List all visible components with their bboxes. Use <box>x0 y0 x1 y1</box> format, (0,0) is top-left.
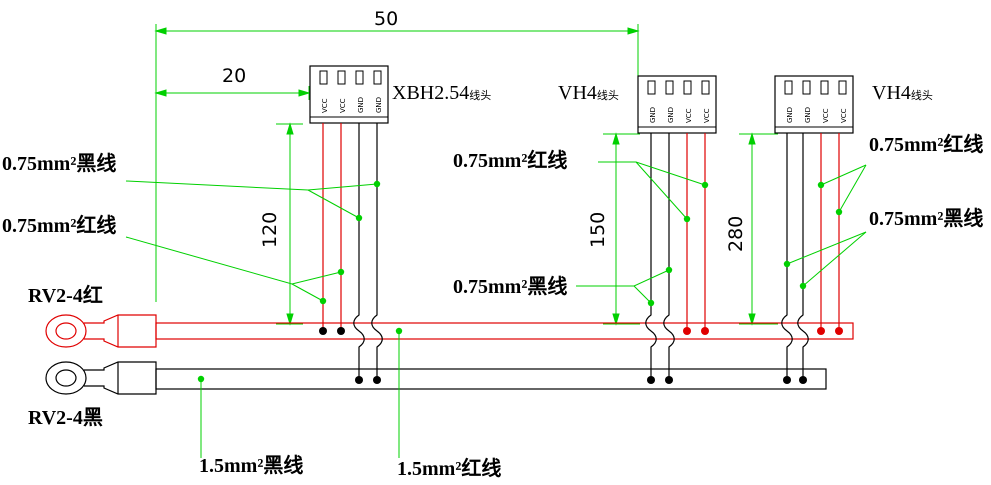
vh4-a-pin-3: VCC <box>685 108 693 123</box>
vh4-a-pin-1: GND <box>649 107 657 123</box>
xbh-connector: VCC VCC GND GND <box>309 65 389 124</box>
xbh-title: XBH2.54线头 <box>392 82 491 104</box>
vh4-b-pin-3: VCC <box>822 108 830 123</box>
main-red-cable <box>155 322 854 340</box>
vh4-b-pin-2: GND <box>804 107 812 123</box>
vh4-a-title: VH4线头 <box>558 82 619 104</box>
dimension-offset: 20 <box>222 65 246 87</box>
xbh-pin-2: VCC <box>339 98 347 113</box>
label-red-wire-mid: 0.75mm²红线 <box>453 148 567 172</box>
label-red-wire-right: 0.75mm²红线 <box>869 132 983 156</box>
leader-lines <box>125 161 867 458</box>
xbh-wires <box>322 123 383 380</box>
ring-terminal-red <box>45 314 157 348</box>
vh4-a-pin-4: VCC <box>703 108 711 123</box>
vh4-b-title: VH4线头 <box>872 82 933 104</box>
leader-dots <box>197 180 843 383</box>
vh4-b-pin-4: VCC <box>840 108 848 123</box>
vh4-b-splice-dots <box>783 327 843 384</box>
ring-terminal-black <box>45 361 157 395</box>
xbh-splice-dots <box>319 327 381 384</box>
xbh-pin-4: GND <box>375 97 383 113</box>
vh4-connector-b: GND GND VCC VCC <box>774 75 854 134</box>
dimension-total: 50 <box>374 8 398 30</box>
main-black-cable <box>155 368 827 390</box>
label-main-black: 1.5mm²黑线 <box>199 453 303 477</box>
xbh-pin-3: GND <box>357 97 365 113</box>
vh4-b-pin-1: GND <box>786 107 794 123</box>
dimension-len-vh4-b: 280 <box>725 216 747 252</box>
label-red-wire-left: 0.75mm²红线 <box>2 213 116 237</box>
vh4-connector-a: GND GND VCC VCC <box>637 75 717 134</box>
label-terminal-red: RV2-4红 <box>28 283 103 307</box>
vh4-a-pin-2: GND <box>667 107 675 123</box>
dimension-lines <box>154 24 778 326</box>
label-main-red: 1.5mm²红线 <box>397 456 501 480</box>
label-terminal-black: RV2-4黑 <box>28 406 103 429</box>
vh4-b-wires <box>781 133 840 380</box>
vh4-a-splice-dots <box>647 327 709 384</box>
dimension-len-vh4-a: 150 <box>587 212 609 248</box>
label-black-wire-mid: 0.75mm²黑线 <box>453 274 567 298</box>
label-black-wire-right: 0.75mm²黑线 <box>869 206 983 230</box>
dimension-len-xbh: 120 <box>259 212 281 248</box>
xbh-pin-1: VCC <box>321 98 329 113</box>
label-black-wire-left: 0.75mm²黑线 <box>2 151 116 175</box>
vh4-a-wires <box>645 133 706 380</box>
